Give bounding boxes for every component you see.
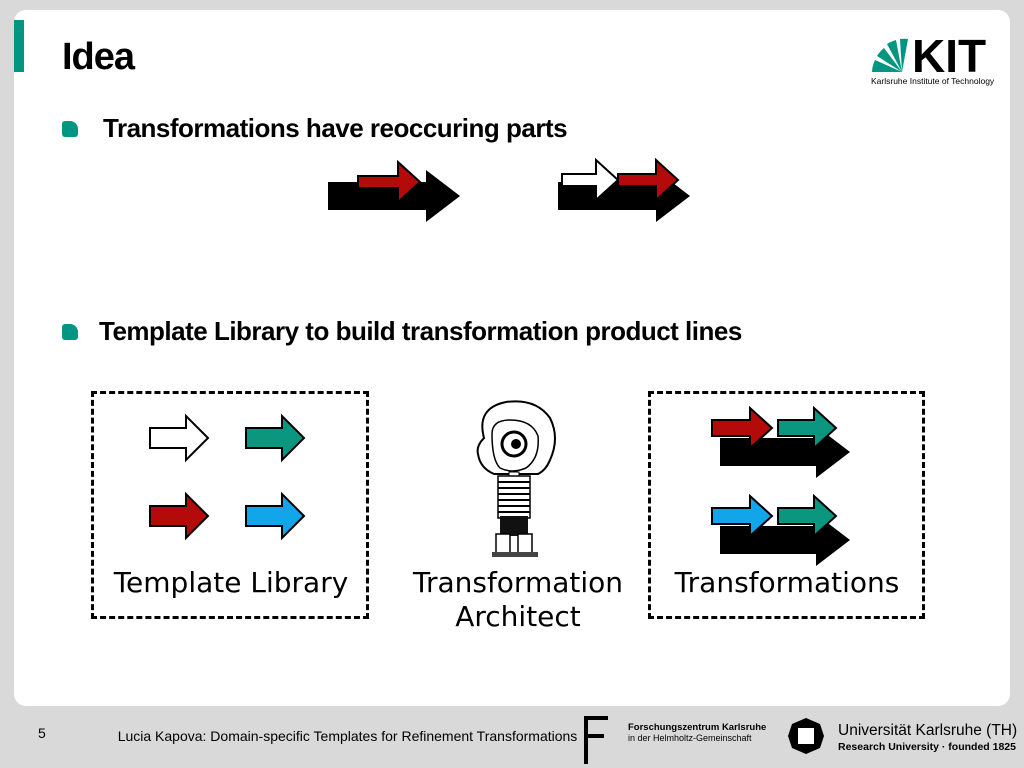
bullet-marker-2 [62, 324, 78, 340]
uka-line1: Universität Karlsruhe (TH) [838, 722, 1018, 739]
fzk-logo-text: Forschungszentrum Karlsruhe in der Helmh… [628, 722, 766, 744]
bullet-text-1: Transformations have reoccuring parts [103, 113, 568, 143]
caption-architect-line1: Transformation [412, 566, 624, 599]
transformation-arrow-2 [711, 493, 850, 566]
architect-boots [492, 533, 538, 557]
blue-template-arrow [245, 491, 306, 541]
kit-logo: KIT [872, 30, 986, 82]
red-template-arrow [149, 491, 210, 541]
fzk-logo-icon [584, 716, 608, 764]
kit-wordmark: KIT [912, 30, 986, 82]
transformation-architect-figure [476, 400, 556, 557]
kit-fan-icon [872, 38, 908, 72]
red-arrow [357, 159, 422, 205]
bullet-text-2: Template Library to build transformation… [99, 316, 742, 346]
caption-architect-line2: Architect [455, 600, 581, 633]
kit-logo-subtitle: Karlsruhe Institute of Technology [871, 76, 995, 86]
composite-arrow-1 [328, 159, 460, 222]
fzk-line2: in der Helmholtz-Gemeinschaft [628, 733, 752, 743]
transformation-arrows [711, 405, 850, 566]
white-template-arrow [149, 413, 210, 463]
teal-template-arrow [245, 413, 306, 463]
slide-canvas [14, 10, 1010, 706]
template-arrows [149, 413, 306, 541]
uka-line2: Research University · founded 1825 [838, 741, 1016, 753]
architect-pupil [511, 439, 521, 449]
white-arrow [561, 157, 620, 203]
transformation-arrow-1 [711, 405, 850, 478]
bullet-marker-1 [62, 121, 78, 137]
caption-template-library: Template Library [113, 566, 349, 599]
uka-logo-icon [788, 718, 824, 754]
slide-title: Idea [62, 36, 135, 78]
template-library-box [91, 391, 369, 619]
page-number: 5 [38, 725, 46, 741]
title-accent-bar [14, 20, 24, 72]
architect-legs [500, 516, 528, 536]
composite-arrow-2 [558, 157, 690, 222]
caption-transformations: Transformations [674, 566, 900, 599]
footer-presentation-info: Lucia Kapova: Domain-specific Templates … [117, 728, 578, 744]
transformations-box [648, 391, 925, 619]
architect-striped-shirt [497, 475, 531, 519]
red-arrow [617, 157, 680, 203]
fzk-line1: Forschungszentrum Karlsruhe [628, 722, 767, 733]
uka-logo-text: Universität Karlsruhe (TH) Research Univ… [838, 721, 1017, 754]
